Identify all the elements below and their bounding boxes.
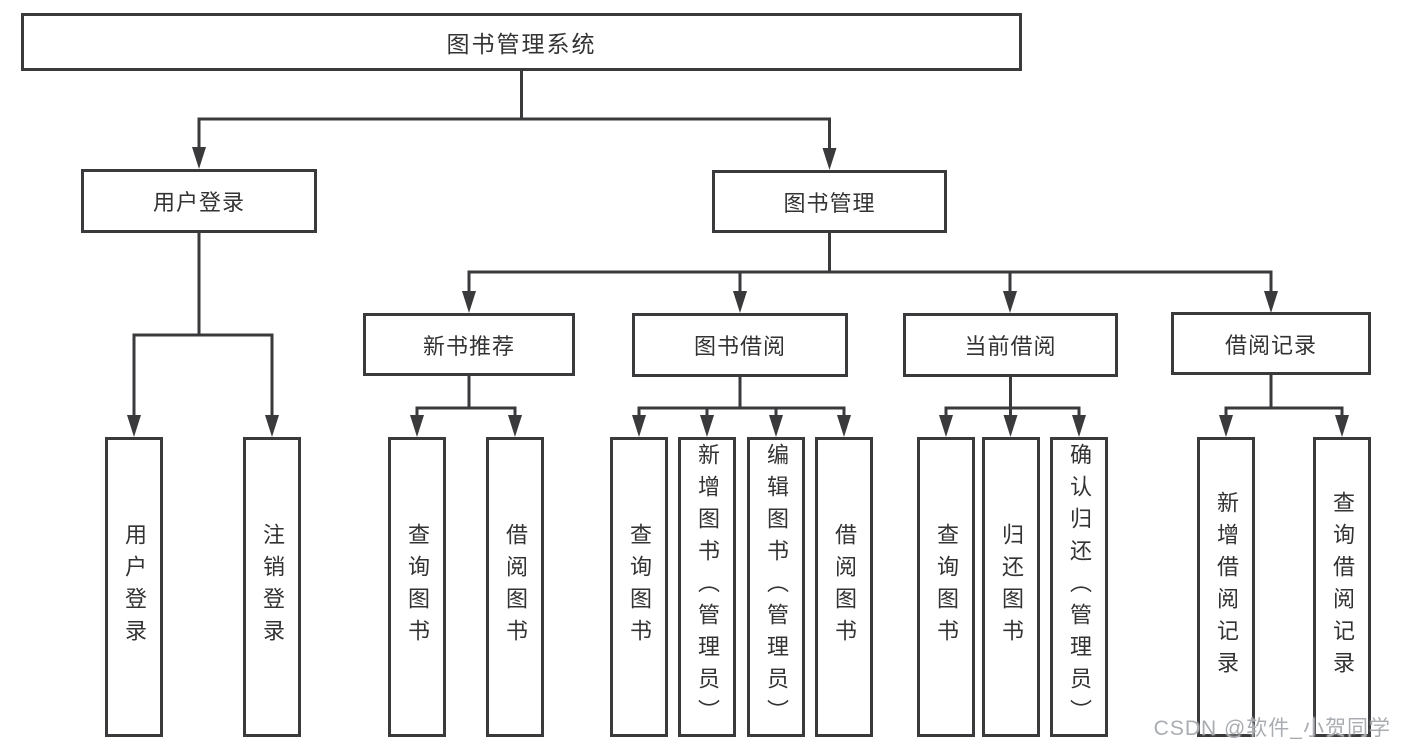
node-current-borrow-label: 当前借阅 <box>964 334 1057 359</box>
leaf-query-books-recommend: 查询图书 <box>388 437 446 737</box>
leaf-edit-book-admin-label: 编辑图书（管理员） <box>764 443 789 731</box>
leaf-query-books-borrow-label: 查询图书 <box>627 523 652 651</box>
leaf-borrow-books-recommend: 借阅图书 <box>486 437 544 737</box>
node-new-book-recommend: 新书推荐 <box>363 313 575 376</box>
leaf-return-book: 归还图书 <box>982 437 1040 737</box>
node-user-login: 用户登录 <box>81 169 317 233</box>
leaf-query-books-borrow: 查询图书 <box>610 437 668 737</box>
leaf-add-borrow-record: 新增借阅记录 <box>1197 437 1255 737</box>
leaf-borrow-books-label: 借阅图书 <box>832 523 857 651</box>
leaf-query-borrow-record: 查询借阅记录 <box>1313 437 1371 737</box>
node-root: 图书管理系统 <box>21 13 1022 71</box>
leaf-logout-label: 注销登录 <box>260 523 285 651</box>
node-book-borrow: 图书借阅 <box>632 313 848 377</box>
leaf-logout: 注销登录 <box>243 437 301 737</box>
leaf-query-books-current: 查询图书 <box>917 437 975 737</box>
node-book-borrow-label: 图书借阅 <box>693 334 786 359</box>
leaf-add-book-admin: 新增图书（管理员） <box>678 437 736 737</box>
leaf-confirm-return-admin-label: 确认归还（管理员） <box>1067 443 1092 731</box>
node-new-book-recommend-label: 新书推荐 <box>422 333 515 359</box>
node-borrow-records-label: 借阅记录 <box>1224 332 1317 358</box>
leaf-borrow-books: 借阅图书 <box>815 437 873 737</box>
leaf-user-login: 用户登录 <box>105 437 163 737</box>
leaf-add-book-admin-label: 新增图书（管理员） <box>695 443 720 731</box>
leaf-confirm-return-admin: 确认归还（管理员） <box>1050 437 1108 737</box>
leaf-query-borrow-record-label: 查询借阅记录 <box>1330 491 1355 683</box>
leaf-query-books-current-label: 查询图书 <box>934 523 959 651</box>
node-root-label: 图书管理系统 <box>446 31 597 57</box>
node-current-borrow: 当前借阅 <box>903 313 1118 377</box>
leaf-edit-book-admin: 编辑图书（管理员） <box>747 437 805 737</box>
leaf-query-books-recommend-label: 查询图书 <box>405 523 430 651</box>
leaf-add-borrow-record-label: 新增借阅记录 <box>1214 491 1239 683</box>
node-book-management: 图书管理 <box>712 170 947 233</box>
leaf-user-login-label: 用户登录 <box>122 523 147 651</box>
csdn-watermark: CSDN @软件_小贺同学 <box>1153 717 1391 740</box>
node-book-management-label: 图书管理 <box>783 190 876 216</box>
leaf-return-book-label: 归还图书 <box>999 523 1024 651</box>
node-borrow-records: 借阅记录 <box>1171 312 1371 375</box>
node-user-login-label: 用户登录 <box>152 190 245 215</box>
leaf-borrow-books-recommend-label: 借阅图书 <box>503 523 528 651</box>
